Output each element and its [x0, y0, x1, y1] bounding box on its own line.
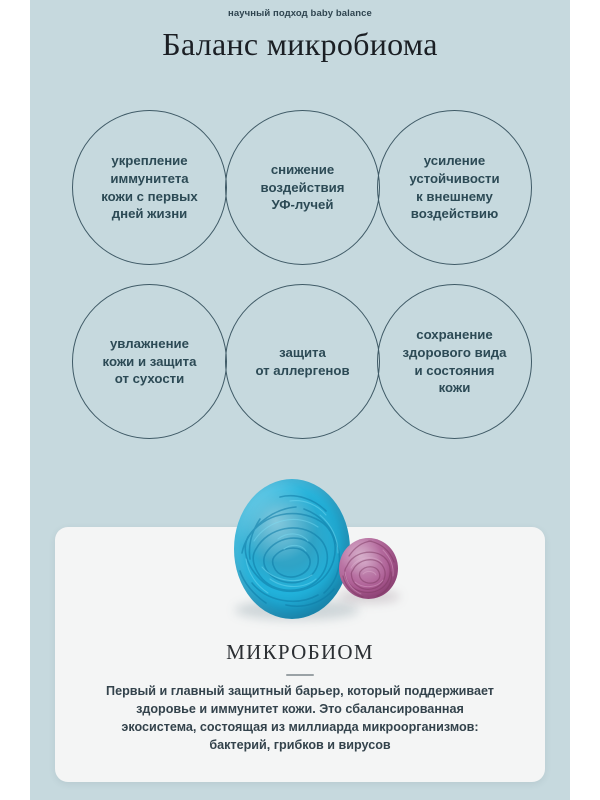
benefit-circle-grid: укрепление иммунитета кожи с первых дней… — [30, 108, 570, 458]
microbe-cell-pink-texture-icon — [339, 538, 398, 599]
benefit-circle-label: увлажнение кожи и защита от сухости — [102, 336, 197, 387]
microbe-cell-blue — [234, 479, 350, 619]
benefit-circle-1: укрепление иммунитета кожи с первых дней… — [72, 110, 227, 265]
benefit-circle-label: усиление устойчивости к внешнему воздейс… — [409, 153, 500, 222]
benefit-circle-label: укрепление иммунитета кожи с первых дней… — [101, 153, 198, 222]
benefit-circle-label: защита от аллергенов — [255, 344, 350, 378]
microbe-cell-blue-texture-icon — [234, 479, 350, 619]
benefit-circle-2: снижение воздействия УФ-лучей — [225, 110, 380, 265]
microbe-illustration — [205, 472, 405, 622]
benefit-circle-label: сохранение здорового вида и состояния ко… — [402, 327, 507, 396]
page-title: Баланс микробиома — [162, 26, 438, 62]
benefit-circle-3: усиление устойчивости к внешнему воздейс… — [377, 110, 532, 265]
card-body-text: Первый и главный защитный барьер, которы… — [106, 684, 494, 752]
card-divider — [286, 674, 314, 676]
benefit-circle-5: защита от аллергенов — [225, 284, 380, 439]
content-panel: научный подход baby balance Баланс микро… — [30, 0, 570, 800]
benefit-circle-4: увлажнение кожи и защита от сухости — [72, 284, 227, 439]
card-title: МИКРОБИОМ — [226, 640, 374, 664]
benefit-circle-6: сохранение здорового вида и состояния ко… — [377, 284, 532, 439]
benefit-circle-label: снижение воздействия УФ-лучей — [260, 162, 345, 213]
eyebrow-tagline: научный подход baby balance — [228, 8, 372, 19]
